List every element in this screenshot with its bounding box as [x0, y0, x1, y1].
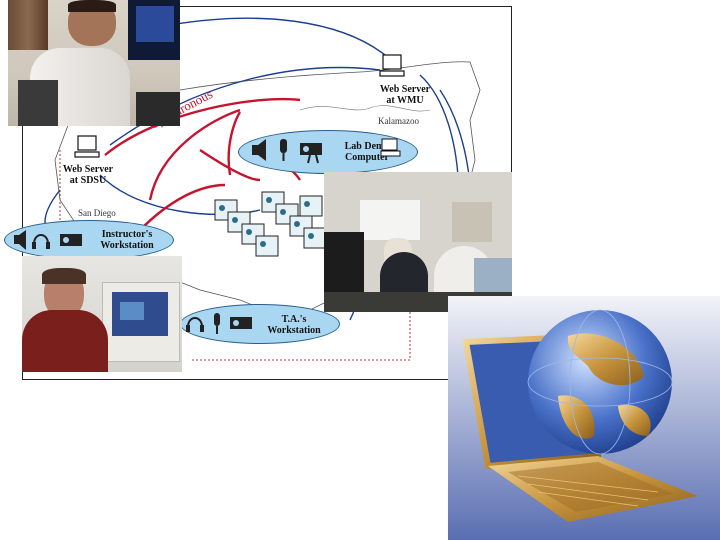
kalamazoo-label: Kalamazoo [378, 116, 419, 126]
microphone-icon [280, 139, 287, 161]
speaker-icon [14, 230, 26, 250]
ta-pill [180, 304, 340, 344]
arrow-red-4 [227, 111, 242, 176]
arrow-red-3 [199, 149, 261, 182]
instructor-pill [4, 220, 174, 260]
web-server-wmu-label: Web Server at WMU [379, 84, 431, 106]
web-server-sdsu-label: Web Server at SDSU [62, 164, 114, 186]
lab-demo-label: Lab Demo Computer [344, 141, 390, 163]
camera-icon [300, 143, 322, 164]
instructor-icons [14, 230, 82, 250]
san-diego-label: San Diego [78, 208, 116, 218]
dotted-link [190, 280, 411, 361]
instructor-label: Instructor's Workstation [100, 229, 154, 251]
speaker-icon [252, 139, 266, 161]
ta-label: T.A.'s Workstation [267, 314, 321, 336]
arrow-blue-1 [169, 17, 386, 56]
camera-icon [230, 317, 252, 329]
lab-demo-icons [252, 139, 322, 164]
photo-instructor-headset [8, 0, 180, 126]
arrow-red-2 [148, 108, 241, 201]
globe-laptop-image [448, 296, 720, 540]
lab-computer-icon [380, 138, 401, 157]
camera-icon [60, 234, 82, 246]
microphone-icon [214, 313, 220, 334]
arrow-red-1 [104, 97, 301, 156]
us-map-outline [54, 61, 481, 321]
ta-icons [186, 313, 252, 334]
headset-icon [186, 317, 204, 332]
arrow-red-5 [139, 183, 226, 231]
computer-icon [74, 54, 405, 158]
photo-classroom [324, 172, 512, 312]
globe-icon [528, 310, 672, 454]
headset-icon [32, 234, 50, 249]
photo-ta-computer [22, 256, 182, 372]
student-workstation-icon [214, 191, 327, 257]
